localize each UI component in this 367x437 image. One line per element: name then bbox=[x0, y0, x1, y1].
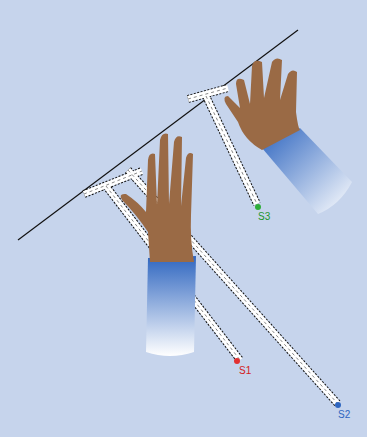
rod bbox=[188, 88, 228, 99]
dot-s3 bbox=[255, 204, 261, 210]
probe-label: S3 bbox=[258, 212, 270, 222]
sleeve bbox=[146, 256, 196, 356]
probe-label: S2 bbox=[338, 410, 350, 420]
dot-s2 bbox=[335, 402, 341, 408]
probe-label: S1 bbox=[239, 366, 251, 376]
dot-s1 bbox=[234, 358, 240, 364]
hand bbox=[224, 58, 300, 150]
rod bbox=[84, 171, 142, 194]
hand bbox=[121, 134, 194, 262]
